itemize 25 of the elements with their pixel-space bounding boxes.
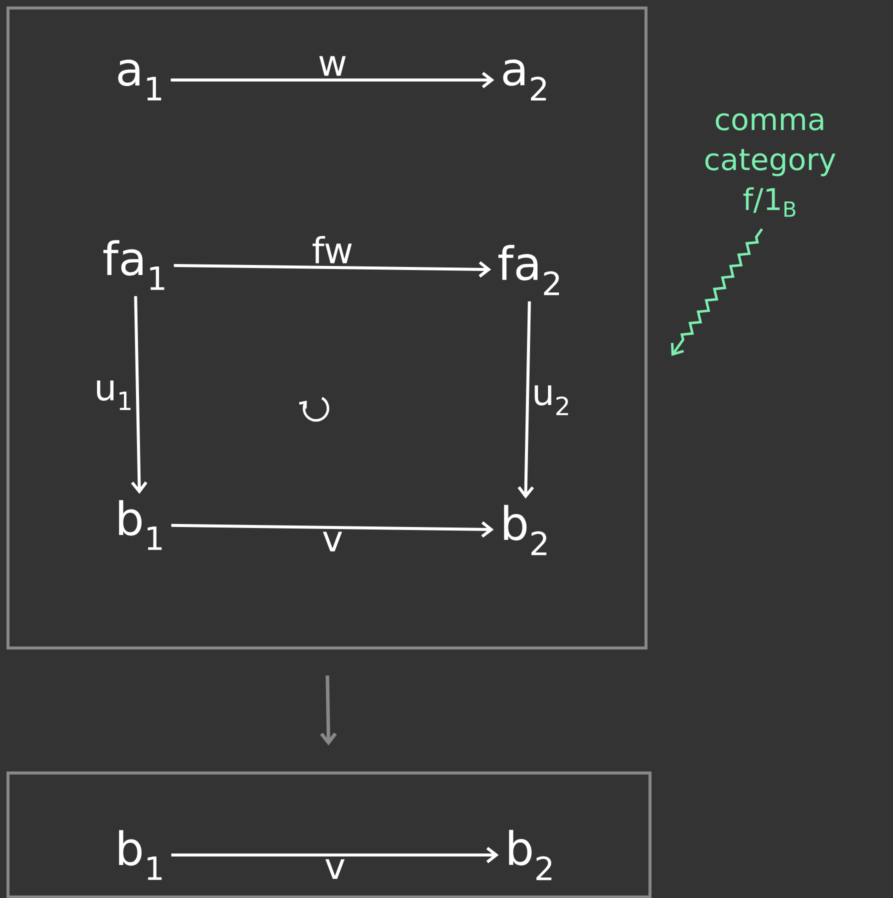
note-text: comma category f/1$_{B}$ <box>705 113 836 217</box>
arrow <box>171 521 494 538</box>
arrow <box>320 675 337 746</box>
object-label: b$_{2}$ <box>504 504 546 556</box>
arrow <box>131 296 148 494</box>
object-label: b$_{1}$ <box>119 500 162 550</box>
object-label: fa$_{1}$ <box>103 240 164 290</box>
object-label: a$_{1}$ <box>118 60 162 100</box>
arrow <box>170 72 494 88</box>
object-label: b$_{2}$ <box>509 830 552 880</box>
arrow <box>174 261 492 278</box>
arrow <box>518 301 534 499</box>
object-label: fa$_{2}$ <box>498 244 559 296</box>
frame-box <box>6 6 648 650</box>
edge-label: v <box>322 532 342 552</box>
frame-box <box>6 772 652 898</box>
arrow <box>171 846 499 864</box>
edge-label: fw <box>312 236 352 264</box>
edge-label: v <box>325 859 345 879</box>
edge-label: u$_{2}$ <box>534 384 568 416</box>
object-label: b$_{1}$ <box>119 830 162 880</box>
squiggle-arrow <box>670 228 764 356</box>
object-label: a$_{2}$ <box>503 59 546 101</box>
edge-label: u$_{1}$ <box>97 380 130 410</box>
edge-label: w <box>319 56 346 76</box>
